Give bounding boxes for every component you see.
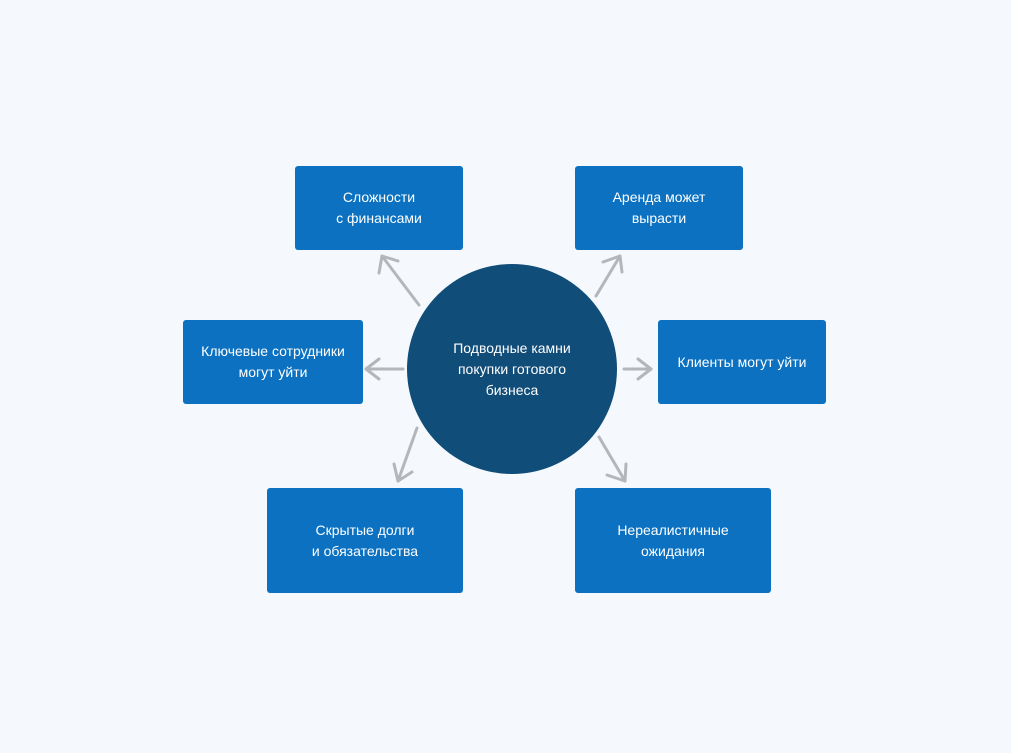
arrow-to-rent bbox=[594, 254, 624, 298]
node-expectations-label: Нереалистичные ожидания bbox=[617, 521, 729, 559]
arrow-to-expectations bbox=[597, 435, 628, 483]
center-node: Подводные камни покупки готового бизнеса bbox=[407, 264, 617, 474]
node-finances: Сложности с финансами bbox=[295, 166, 463, 250]
node-expectations: Нереалистичные ожидания bbox=[575, 488, 771, 593]
arrow-to-employees bbox=[364, 357, 405, 381]
node-debts: Скрытые долги и обязательства bbox=[267, 488, 463, 593]
arrow-to-finances bbox=[377, 254, 421, 307]
arrow-to-clients bbox=[622, 357, 653, 381]
center-node-label: Подводные камни покупки готового бизнеса bbox=[453, 339, 571, 398]
node-rent: Аренда может вырасти bbox=[575, 166, 743, 250]
node-debts-label: Скрытые долги и обязательства bbox=[311, 521, 419, 559]
node-clients: Клиенты могут уйти bbox=[658, 320, 826, 404]
arrow-to-debts bbox=[392, 426, 419, 483]
node-employees: Ключевые сотрудники могут уйти bbox=[183, 320, 363, 404]
node-clients-label: Клиенты могут уйти bbox=[677, 353, 807, 370]
node-finances-label: Сложности с финансами bbox=[336, 189, 422, 226]
node-rent-label: Аренда может вырасти bbox=[612, 189, 706, 226]
node-employees-label: Ключевые сотрудники могут уйти bbox=[201, 343, 345, 380]
